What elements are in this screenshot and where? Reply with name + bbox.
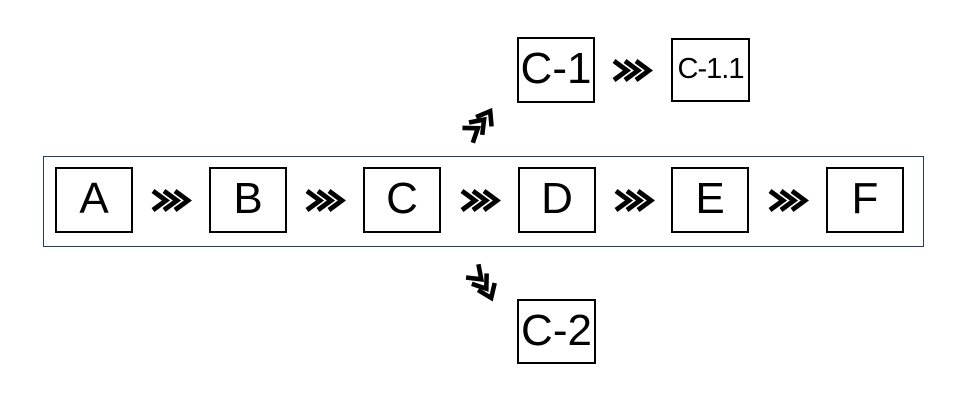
node-b-label: B	[233, 174, 263, 223]
node-e: E	[671, 167, 749, 233]
main-flow-container	[43, 156, 924, 247]
curved-triple-chevron-down-right-icon	[458, 261, 505, 310]
curved-triple-chevron-up-right-icon	[458, 101, 506, 150]
node-c-1-1: C-1.1	[671, 38, 750, 102]
node-c-1-label: C-1	[520, 44, 592, 93]
triple-chevron-right-icon	[767, 188, 810, 218]
node-d: D	[518, 167, 596, 233]
triple-chevron-right-icon	[459, 188, 502, 218]
node-f-label: F	[851, 174, 879, 223]
node-e-label: E	[695, 174, 725, 223]
node-c-label: C	[386, 174, 418, 223]
triple-chevron-right-icon	[304, 188, 347, 218]
node-a: A	[55, 167, 133, 233]
node-b: B	[209, 167, 287, 233]
triple-chevron-right-icon	[613, 188, 656, 218]
node-c-2-label: C-2	[521, 305, 592, 355]
node-f: F	[826, 167, 904, 233]
node-a-label: A	[79, 174, 109, 223]
node-c-1-1-label: C-1.1	[677, 52, 745, 85]
node-d-label: D	[541, 174, 573, 223]
node-c: C	[363, 167, 441, 233]
node-c-1: C-1	[517, 37, 595, 103]
triple-chevron-right-icon	[611, 58, 654, 88]
triple-chevron-right-icon	[150, 188, 193, 218]
node-c-2: C-2	[517, 299, 596, 364]
